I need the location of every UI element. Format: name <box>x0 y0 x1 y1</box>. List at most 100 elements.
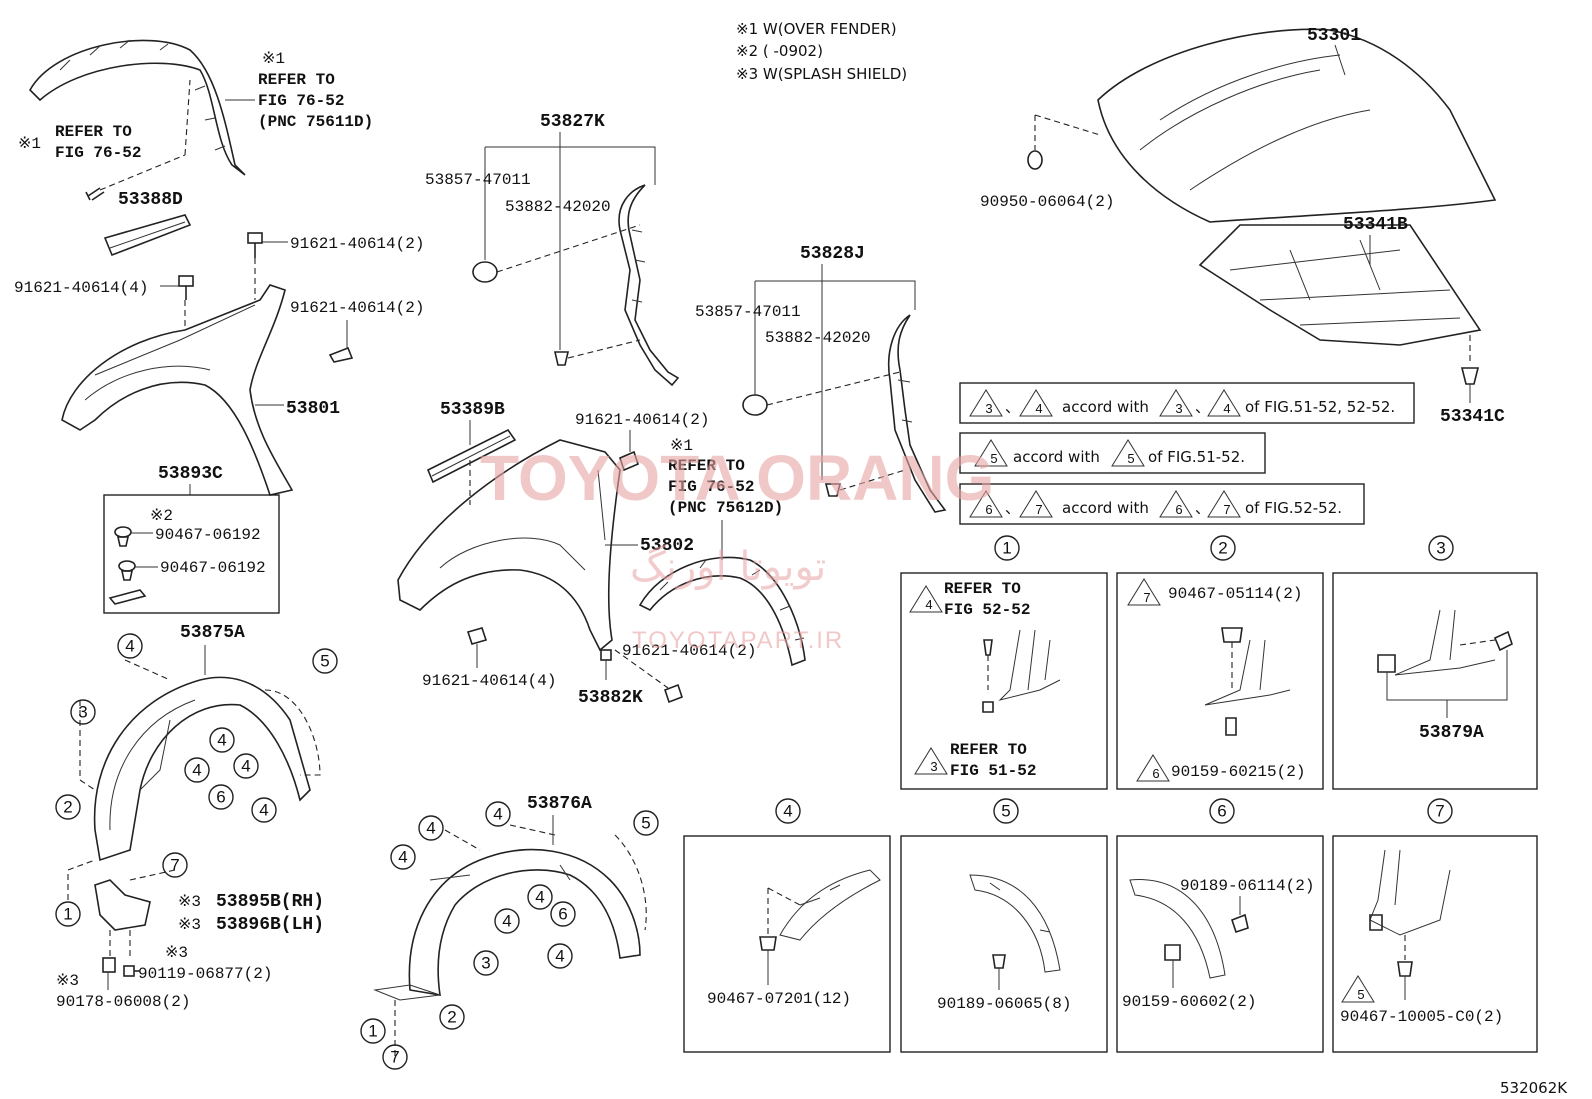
svg-text:2: 2 <box>1218 539 1227 558</box>
bolt-icon <box>663 683 684 704</box>
part-91621-4b[interactable]: 91621-40614(4) <box>422 672 556 690</box>
svg-text:REFER TO: REFER TO <box>944 580 1021 598</box>
svg-text:90467-05114(2): 90467-05114(2) <box>1168 585 1302 603</box>
detail-2: 2 7 90467-05114(2) 6 90159-60215(2) <box>1116 535 1324 790</box>
svg-text:3: 3 <box>1436 539 1445 558</box>
part-53896B[interactable]: 53896B(LH) <box>216 915 324 935</box>
part-53301[interactable]: 53301 <box>1307 26 1361 46</box>
part-90178[interactable]: 90178-06008(2) <box>56 993 190 1011</box>
part-53857-a[interactable]: 53857-47011 <box>425 171 531 189</box>
svg-text:accord with: accord with <box>1013 448 1100 466</box>
svg-text:accord with: accord with <box>1062 499 1149 517</box>
svg-text:2: 2 <box>447 1008 456 1027</box>
splash-shield <box>94 879 151 931</box>
detail-4: 4 90467-07201(12) <box>683 798 891 1053</box>
part-53341C[interactable]: 53341C <box>1440 407 1505 427</box>
shield-mark-2: ※3 <box>178 916 201 934</box>
watermark-brand: TOYOTA ORANG <box>480 442 994 514</box>
legend-note-2: ※2 ( -0902) <box>736 42 823 60</box>
part-53875A[interactable]: 53875A <box>180 623 245 643</box>
svg-text:4: 4 <box>398 848 407 867</box>
part-53893C[interactable]: 53893C <box>158 464 223 484</box>
svg-text:、: 、 <box>1195 499 1210 517</box>
screw-ref-2[interactable]: FIG 76-52 <box>55 144 141 162</box>
svg-text:5: 5 <box>1001 802 1010 821</box>
svg-text:4: 4 <box>1035 401 1042 416</box>
svg-text:90189-06065(8): 90189-06065(8) <box>937 995 1071 1013</box>
cushion-icon <box>1027 150 1043 170</box>
nut-icon <box>102 957 116 973</box>
legend-note-1: ※1 W(OVER FENDER) <box>736 20 897 38</box>
part-53882-b[interactable]: 53882-42020 <box>765 329 871 347</box>
detail-3: 3 53879A <box>1332 535 1538 790</box>
svg-text:6: 6 <box>1152 766 1159 781</box>
part-53857-b[interactable]: 53857-47011 <box>695 303 801 321</box>
part-91621-2b[interactable]: 91621-40614(2) <box>290 299 424 317</box>
part-53882-a[interactable]: 53882-42020 <box>505 198 611 216</box>
part-91621-2d[interactable]: 91621-40614(2) <box>622 642 756 660</box>
part-53389B[interactable]: 53389B <box>440 400 505 420</box>
part-53341B[interactable]: 53341B <box>1343 215 1408 235</box>
svg-text:3: 3 <box>78 703 87 722</box>
over-fender-rh-ref-2[interactable]: FIG 76-52 <box>258 92 344 110</box>
svg-text:、: 、 <box>1005 499 1020 517</box>
over-fender-rh-drawing <box>29 39 246 176</box>
part-90119[interactable]: 90119-06877(2) <box>138 965 272 983</box>
callout-circles-liner-lh: 4 4 5 4 4 4 6 3 4 2 1 7 <box>360 801 659 1070</box>
part-53879A[interactable]: 53879A <box>1419 723 1484 743</box>
part-90950[interactable]: 90950-06064(2) <box>980 193 1114 211</box>
svg-text:3: 3 <box>1175 401 1182 416</box>
svg-text:6: 6 <box>1175 502 1182 517</box>
over-fender-rh-ref-1[interactable]: REFER TO <box>258 71 335 89</box>
part-53882K[interactable]: 53882K <box>578 688 643 708</box>
svg-text:5: 5 <box>990 451 997 466</box>
over-fender-lh-ref-2[interactable]: FIG 76-52 <box>668 478 754 496</box>
part-53388D[interactable]: 53388D <box>118 190 183 210</box>
part-53827K[interactable]: 53827K <box>540 112 605 132</box>
svg-text:4: 4 <box>535 888 544 907</box>
part-91621-2c[interactable]: 91621-40614(2) <box>575 411 709 429</box>
svg-text:of FIG.52-52.: of FIG.52-52. <box>1245 499 1342 517</box>
part-53876A[interactable]: 53876A <box>527 794 592 814</box>
accord-note-1: 3 、 4 accord with 3 、 4 of FIG.51-52, 52… <box>959 382 1415 424</box>
svg-text:FIG 52-52: FIG 52-52 <box>944 601 1030 619</box>
clip-icon <box>824 483 842 497</box>
svg-text:6: 6 <box>1217 802 1226 821</box>
svg-text:3: 3 <box>930 759 937 774</box>
svg-text:7: 7 <box>1035 502 1042 517</box>
bolt-icon <box>328 346 354 363</box>
over-fender-rh-mark: ※1 <box>262 50 285 68</box>
over-fender-rh-ref-3[interactable]: (PNC 75611D) <box>258 113 373 131</box>
screw-ref-mark: ※1 <box>18 135 41 153</box>
part-90467-a[interactable]: 90467-06192 <box>155 526 261 544</box>
part-53801[interactable]: 53801 <box>286 399 340 419</box>
svg-text:6: 6 <box>216 788 225 807</box>
svg-text:5: 5 <box>641 814 650 833</box>
svg-text:4: 4 <box>217 731 226 750</box>
over-fender-lh-ref-1[interactable]: REFER TO <box>668 457 745 475</box>
bolt-icon <box>466 627 488 645</box>
svg-text:4: 4 <box>493 805 502 824</box>
part-91621-2a[interactable]: 91621-40614(2) <box>290 235 424 253</box>
svg-text:4: 4 <box>259 801 268 820</box>
over-fender-lh-ref-3[interactable]: (PNC 75612D) <box>668 499 783 517</box>
part-91621-4a[interactable]: 91621-40614(4) <box>14 279 148 297</box>
clip-icon <box>553 351 570 366</box>
svg-text:、: 、 <box>1195 398 1210 416</box>
svg-text:4: 4 <box>192 761 201 780</box>
screw-ref-1[interactable]: REFER TO <box>55 123 132 141</box>
part-53802[interactable]: 53802 <box>640 536 694 556</box>
part-53895B[interactable]: 53895B(RH) <box>216 892 324 912</box>
svg-text:2: 2 <box>63 798 72 817</box>
accord-note-2: 5 accord with 5 of FIG.51-52. <box>959 432 1266 474</box>
bolt-mark: ※3 <box>165 944 188 962</box>
svg-text:7: 7 <box>1223 502 1230 517</box>
clip-mark: ※2 <box>150 507 173 525</box>
svg-text:1: 1 <box>63 905 72 924</box>
svg-text:7: 7 <box>1435 802 1444 821</box>
svg-text:90467-10005-C0(2): 90467-10005-C0(2) <box>1340 1008 1503 1026</box>
liner-53875A <box>79 659 321 881</box>
part-53828J[interactable]: 53828J <box>800 244 865 264</box>
part-90467-b[interactable]: 90467-06192 <box>160 559 266 577</box>
